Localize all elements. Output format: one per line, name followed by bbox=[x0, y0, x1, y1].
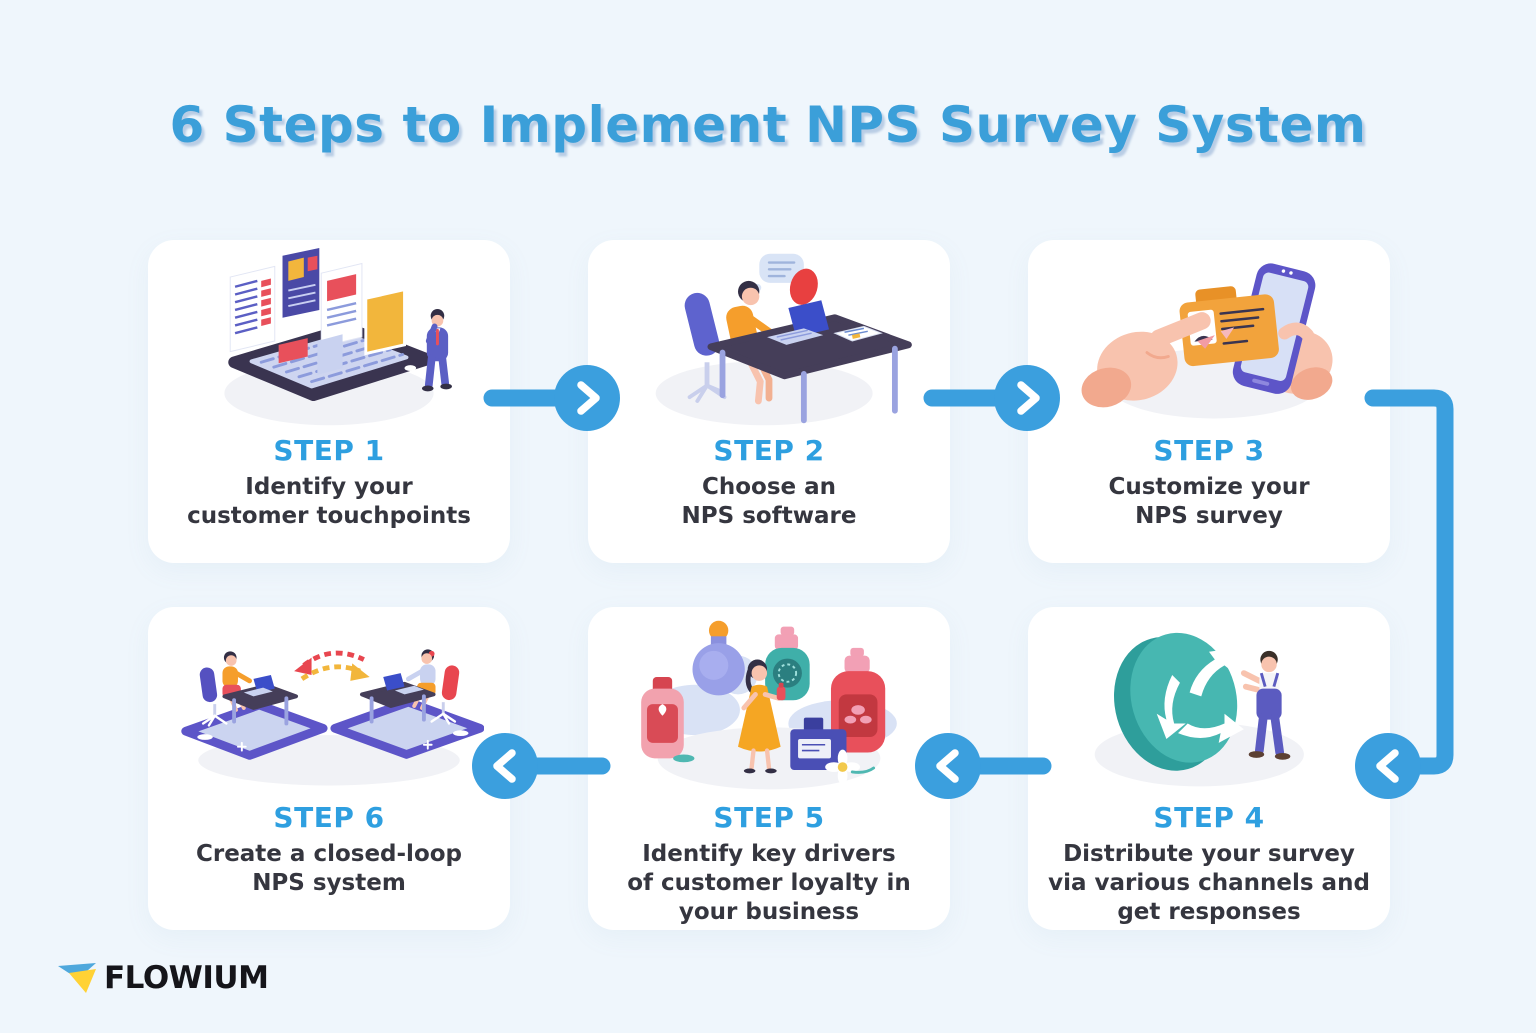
step-4-illustration bbox=[1054, 615, 1364, 799]
customize-survey-illustration-icon bbox=[1081, 263, 1333, 419]
key-drivers-illustration-icon bbox=[641, 620, 897, 790]
step-5-label: STEP 5 bbox=[713, 801, 825, 834]
step-1-card: STEP 1 Identify your customer touchpoint… bbox=[148, 240, 510, 563]
step-3-label: STEP 3 bbox=[1153, 434, 1265, 467]
step-3-description: Customize your NPS survey bbox=[1108, 474, 1310, 529]
step-1-description: Identify your customer touchpoints bbox=[187, 474, 471, 529]
distribute-cycle-illustration-icon bbox=[1094, 632, 1304, 787]
step-3-illustration bbox=[1054, 248, 1364, 432]
step-1-illustration bbox=[174, 248, 484, 432]
step-6-description: Create a closed-loop NPS system bbox=[195, 841, 463, 896]
step-2-illustration bbox=[614, 248, 924, 432]
step-5-card: STEP 5 Identify key drivers of customer … bbox=[588, 607, 950, 930]
step-4-description: Distribute your survey via various chann… bbox=[1048, 841, 1370, 925]
step-2-description: Choose an NPS software bbox=[681, 474, 857, 529]
step-2-label: STEP 2 bbox=[713, 434, 825, 467]
step-3-card: STEP 3 Customize your NPS survey bbox=[1028, 240, 1390, 563]
step-6-card: STEP 6 Create a closed-loop NPS system bbox=[148, 607, 510, 930]
closed-loop-illustration-icon bbox=[181, 649, 484, 786]
step-1-label: STEP 1 bbox=[273, 434, 385, 467]
flowium-logo: FLOWIUM bbox=[56, 958, 269, 998]
touchpoints-illustration-icon bbox=[224, 248, 452, 426]
step-4-label: STEP 4 bbox=[1153, 801, 1265, 834]
step-5-illustration bbox=[614, 615, 924, 799]
step-6-label: STEP 6 bbox=[273, 801, 385, 834]
step-5-description: Identify key drivers of customer loyalty… bbox=[627, 841, 911, 925]
page-title: 6 Steps to Implement NPS Survey System bbox=[169, 96, 1367, 154]
step-4-card: STEP 4 Distribute your survey via variou… bbox=[1028, 607, 1390, 930]
step-2-card: STEP 2 Choose an NPS software bbox=[588, 240, 950, 563]
step-6-illustration bbox=[174, 615, 484, 799]
flowium-logo-mark-icon bbox=[58, 963, 96, 993]
flowium-logo-text: FLOWIUM bbox=[104, 960, 269, 996]
choose-software-illustration-icon bbox=[655, 253, 912, 426]
